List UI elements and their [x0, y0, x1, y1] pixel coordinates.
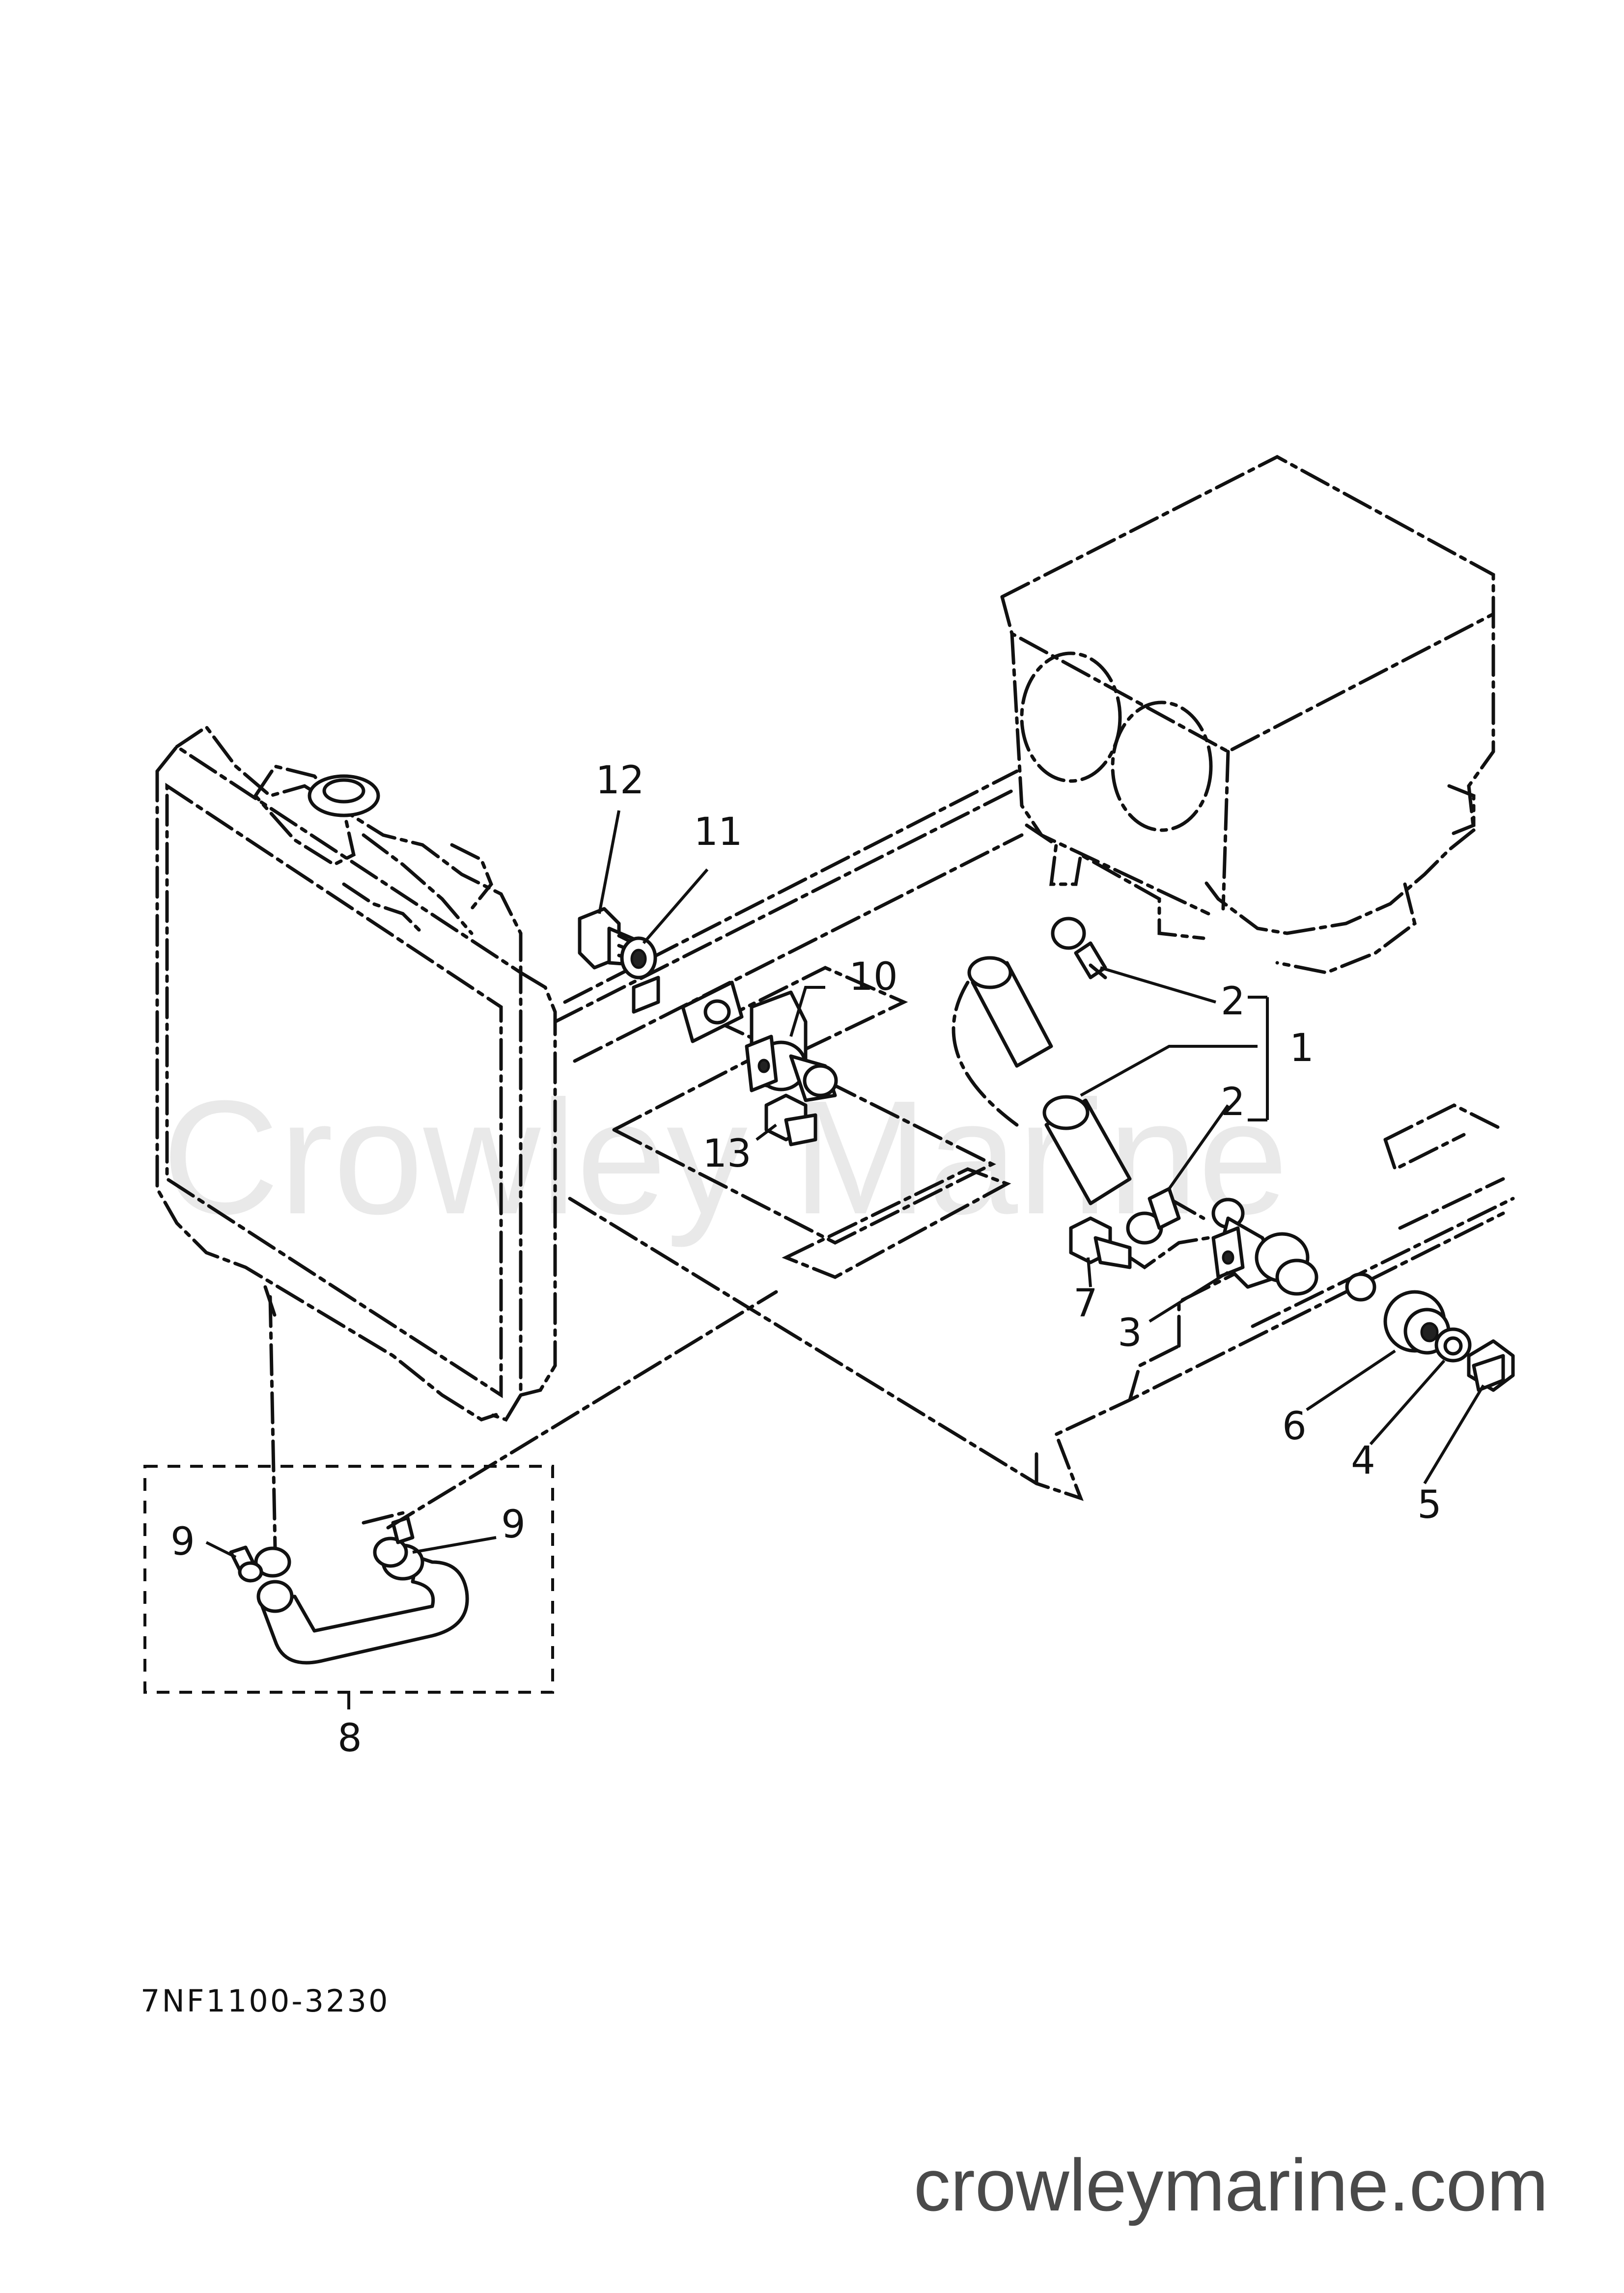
drawing-code: 7NF1100-3230 — [140, 1983, 390, 2019]
callout-12: 12 — [595, 758, 644, 803]
part-10-fitting — [745, 990, 838, 1102]
part-11-washer — [620, 936, 657, 979]
mounting-bracket-upper — [632, 976, 744, 1043]
part-2-clamp-lower — [1126, 1187, 1181, 1245]
callout-7: 7 — [1073, 1282, 1098, 1326]
part-9-clamp-left — [229, 1545, 291, 1583]
callout-1: 1 — [1289, 1026, 1314, 1070]
part-2-clamp-upper — [1051, 917, 1107, 979]
callout-11: 11 — [694, 810, 742, 854]
part-7-bolt — [1069, 1216, 1210, 1270]
callout-6: 6 — [1282, 1404, 1307, 1449]
part-1-hose — [952, 956, 1132, 1205]
callout-9-right: 9 — [501, 1503, 526, 1547]
part-8-hose-assembly-box — [143, 1465, 554, 1694]
callout-3: 3 — [1118, 1311, 1142, 1355]
callout-2-upper: 2 — [1221, 979, 1245, 1024]
callout-10: 10 — [849, 955, 897, 999]
callout-13: 13 — [702, 1132, 751, 1176]
site-watermark: crowleymarine.com — [914, 2144, 1548, 2226]
callout-5: 5 — [1417, 1483, 1442, 1527]
part-13-bolt — [764, 1093, 817, 1146]
callout-8: 8 — [337, 1716, 362, 1761]
callout-9-left: 9 — [170, 1520, 195, 1564]
part-5-drain-plug — [1467, 1339, 1515, 1392]
drain-hole — [1345, 1272, 1376, 1302]
engine-block — [1000, 455, 1495, 975]
part-3-fitting — [1211, 1198, 1318, 1296]
callout-4: 4 — [1351, 1439, 1375, 1483]
part-4-washer — [1434, 1327, 1472, 1363]
part-9-clamp-right — [373, 1516, 415, 1568]
callout-2-lower: 2 — [1221, 1080, 1245, 1124]
radiator — [155, 725, 557, 1422]
